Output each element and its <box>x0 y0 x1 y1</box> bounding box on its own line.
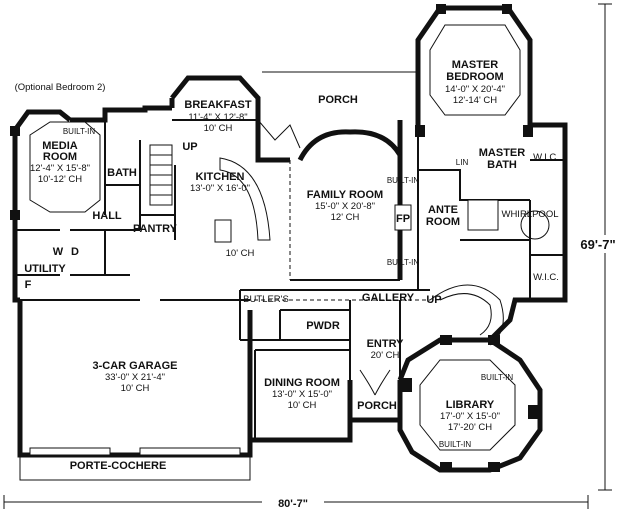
overall-depth-dimension: 69'-7" <box>570 3 625 491</box>
ante-room-label-line2: ROOM <box>426 216 460 228</box>
dining-room-dims: 13'-0" X 15'-0" <box>272 389 332 400</box>
bath-label: BATH <box>107 167 137 179</box>
whirlpool-label: WHIRLPOOL <box>501 209 558 220</box>
family-builtin-top: BUILT-IN <box>387 176 420 185</box>
garage-ceiling: 10' CH <box>121 383 150 394</box>
garage-label: 3-CAR GARAGE <box>93 360 178 372</box>
kitchen-dims: 13'-0" X 16'-0" <box>190 183 250 194</box>
media-label-line2: ROOM <box>43 151 77 163</box>
utility-label: UTILITY <box>24 263 66 275</box>
wic-top-label: W.I.C. <box>533 152 559 163</box>
optional-bedroom-note: (Optional Bedroom 2) <box>15 82 106 93</box>
gallery-up-label: UP <box>426 294 441 306</box>
master-bedroom-label-line2: BEDROOM <box>446 71 503 83</box>
library-label: LIBRARY <box>446 399 495 411</box>
breakfast-ceiling: 10' CH <box>204 123 233 134</box>
porte-cochere-label: PORTE-COCHERE <box>70 460 167 472</box>
media-builtin-label: BUILT-IN <box>63 127 96 136</box>
utility-w-label: W <box>53 246 64 258</box>
linen-label: LIN <box>456 158 469 167</box>
ante-room-label-line1: ANTE <box>428 204 458 216</box>
garage-dims: 33'-0" X 21'-4" <box>105 372 165 383</box>
butlers-label: BUTLER'S <box>243 294 289 305</box>
entry-label: ENTRY <box>367 338 405 350</box>
hall-label: HALL <box>92 210 122 222</box>
media-label-line1: MEDIA <box>42 140 78 152</box>
dining-room-ceiling: 10' CH <box>288 400 317 411</box>
breakfast-dims: 11'-4" X 12'-8" <box>188 112 247 123</box>
utility-d-label: D <box>71 246 79 258</box>
master-bedroom-dims: 14'-0" X 20'-4" <box>445 84 505 95</box>
up-stair-label: UP <box>182 141 197 153</box>
porch-top-label: PORCH <box>318 94 358 106</box>
powder-room-label: PWDR <box>306 320 340 332</box>
master-bath-label-line1: MASTER <box>479 147 526 159</box>
utility-f-label: F <box>25 279 32 291</box>
entry-ceiling: 20' CH <box>371 350 400 361</box>
porch-front-label: PORCH <box>357 400 397 412</box>
fireplace-label: FP <box>396 213 410 225</box>
library-builtin-bottom: BUILT-IN <box>439 440 472 449</box>
gallery-label: GALLERY <box>362 292 415 304</box>
wic-bottom-label: W.I.C. <box>533 272 559 283</box>
kitchen-label: KITCHEN <box>196 171 245 183</box>
family-room-ceiling: 12' CH <box>331 212 360 223</box>
dining-room-label: DINING ROOM <box>264 377 340 389</box>
overall-width-dimension: 80'-7" <box>3 494 589 510</box>
master-bedroom-label-line1: MASTER <box>452 59 499 71</box>
library-builtin-top: BUILT-IN <box>481 373 514 382</box>
interior-walls <box>10 4 565 481</box>
pantry-label: PANTRY <box>133 223 178 235</box>
exterior-walls <box>12 5 568 473</box>
library-dims: 17'-0" X 15'-0" <box>440 411 500 422</box>
master-bath-label-line2: BATH <box>487 159 517 171</box>
media-ceiling: 10'-12' CH <box>38 174 82 185</box>
kitchen-ceiling: 10' CH <box>226 248 255 259</box>
library-ceiling: 17'-20' CH <box>448 422 492 433</box>
depth-dimension-label: 69'-7" <box>580 237 615 252</box>
family-builtin-bottom: BUILT-IN <box>387 258 420 267</box>
master-bedroom-ceiling: 12'-14' CH <box>453 95 497 106</box>
room-labels: (Optional Bedroom 2) PORCH BREAKFAST 11'… <box>15 59 559 472</box>
width-dimension-label: 80'-7" <box>278 498 308 510</box>
family-room-dims: 15'-0" X 20'-8" <box>315 201 375 212</box>
breakfast-label: BREAKFAST <box>184 99 252 111</box>
family-room-label: FAMILY ROOM <box>307 189 383 201</box>
media-dims: 12'-4" X 15'-8" <box>30 163 90 174</box>
